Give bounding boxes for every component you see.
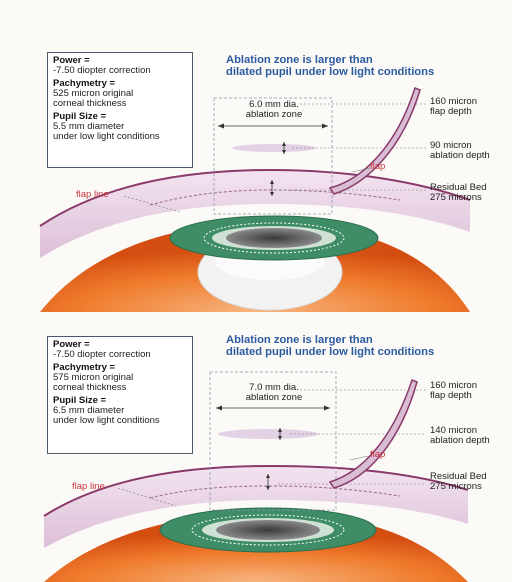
ablation-lenticule [232, 144, 316, 152]
flap-line-label: flap line [72, 481, 105, 492]
pachymetry-value-2: corneal thickness [53, 99, 187, 109]
headline: Ablation zone is larger than dilated pup… [226, 334, 512, 358]
headline-line-1: Ablation zone is larger than [226, 54, 512, 66]
residual-bed-value: 275 microns [430, 193, 487, 203]
ablation-depth-label: 90 micron ablation depth [430, 141, 490, 161]
zone-caption: ablation zone [226, 110, 322, 120]
headline-line-2: dilated pupil under low light conditions [226, 346, 512, 358]
pupil-value-2: under low light conditions [53, 416, 187, 426]
ablation-depth-caption: ablation depth [430, 436, 490, 446]
residual-bed-label: Residual Bed 275 microns [430, 183, 487, 203]
residual-bed-value: 275 microns [430, 482, 487, 492]
flap-label: flap [370, 161, 385, 172]
ablation-depth-label: 140 micron ablation depth [430, 426, 490, 446]
power-value: -7.50 diopter correction [53, 66, 187, 76]
pachymetry-value-2: corneal thickness [53, 383, 187, 393]
flap-label: flap [370, 449, 385, 460]
headline: Ablation zone is larger than dilated pup… [226, 54, 512, 78]
ablation-depth-caption: ablation depth [430, 151, 490, 161]
headline-line-2: dilated pupil under low light conditions [226, 66, 512, 78]
pupil [226, 228, 322, 248]
headline-line-1: Ablation zone is larger than [226, 334, 512, 346]
ablation-zone-label: 6.0 mm dia. ablation zone [226, 100, 322, 120]
info-box: Power = -7.50 diopter correction Pachyme… [47, 52, 193, 168]
flap-depth-caption: flap depth [430, 391, 477, 401]
pupil-value-2: under low light conditions [53, 132, 187, 142]
flap-depth-label: 160 micron flap depth [430, 381, 477, 401]
info-box: Power = -7.50 diopter correction Pachyme… [47, 336, 193, 454]
zone-caption: ablation zone [226, 393, 322, 403]
flap-depth-label: 160 micron flap depth [430, 97, 477, 117]
residual-bed-label: Residual Bed 275 microns [430, 472, 487, 492]
diagram-panel-bottom: Power = -7.50 diopter correction Pachyme… [0, 320, 512, 582]
diagram-panel-top: Power = -7.50 diopter correction Pachyme… [0, 0, 512, 320]
pupil [216, 520, 320, 540]
power-value: -7.50 diopter correction [53, 350, 187, 360]
flap-depth-caption: flap depth [430, 107, 477, 117]
flap-line-label: flap line [76, 189, 109, 200]
ablation-zone-label: 7.0 mm dia. ablation zone [226, 383, 322, 403]
